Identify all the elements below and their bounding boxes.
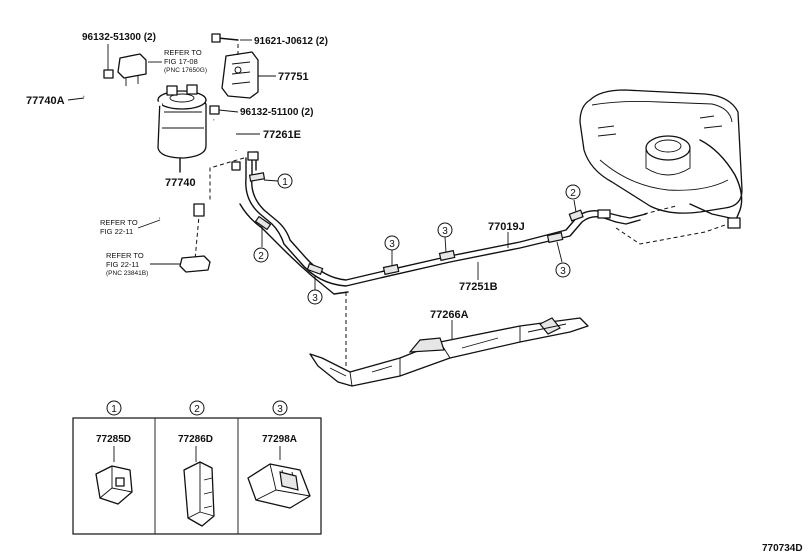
svg-text:3: 3 <box>442 226 448 237</box>
label-77019j: 77019J <box>488 221 525 233</box>
svg-text:2: 2 <box>570 188 576 199</box>
hose-77740a <box>82 81 163 106</box>
label-77251b: 77251B <box>459 281 498 293</box>
ref-fig22a-line2: FIG 22-11 <box>100 227 133 236</box>
ref-fig17-line2: FIG 17-08 <box>164 57 198 66</box>
clip-96132-51100 <box>209 105 220 115</box>
callout-3-d: 3 <box>555 241 571 278</box>
label-96132-51100: 96132-51100 (2) <box>240 107 313 118</box>
callout-3-c: 3 <box>437 222 453 253</box>
svg-text:3: 3 <box>560 266 566 277</box>
hose-fig-22-11 <box>159 203 205 220</box>
legend-part-77298a: 77298A <box>262 434 297 445</box>
hose-77261e <box>212 118 238 151</box>
fuel-tank <box>579 89 743 229</box>
ref-fig17-line1: REFER TO <box>164 48 202 57</box>
legend-item-1: 1 77285D <box>95 400 133 505</box>
callout-1: 1 <box>263 173 293 189</box>
callout-3-a: 3 <box>307 276 323 305</box>
clip-96132-51300 <box>103 69 114 79</box>
callout-3-b: 3 <box>384 235 400 266</box>
svg-text:2: 2 <box>258 251 264 262</box>
svg-text:1: 1 <box>111 404 117 415</box>
label-77740: 77740 <box>165 177 196 189</box>
line-clamps <box>248 172 584 276</box>
svg-text:1: 1 <box>282 177 288 188</box>
legend: 1 77285D 2 77286D 3 77298A <box>72 400 322 535</box>
legend-part-77286d: 77286D <box>178 434 213 445</box>
callout-2-right: 2 <box>565 184 581 213</box>
ref-fig22b-line1: REFER TO <box>106 251 144 260</box>
legend-item-2: 2 77286D <box>178 400 215 527</box>
label-77751: 77751 <box>278 71 309 83</box>
svg-text:2: 2 <box>194 404 200 415</box>
frame-77266a <box>309 317 589 387</box>
label-77740a: 77740A <box>26 95 65 107</box>
bracket-77751 <box>221 51 259 99</box>
ref-fig22b-line2: FIG 22-11 <box>106 260 139 269</box>
fuel-lines <box>231 151 729 295</box>
charcoal-canister <box>157 84 207 173</box>
callout-2-left: 2 <box>253 226 269 263</box>
bolt-91621 <box>211 33 239 43</box>
svg-text:3: 3 <box>389 239 395 250</box>
label-77261e: 77261E <box>263 129 301 141</box>
label-96132-51300: 96132-51300 (2) <box>82 32 156 43</box>
legend-part-77285d: 77285D <box>96 434 131 445</box>
label-91621-j0612: 91621-J0612 (2) <box>254 36 328 47</box>
clip-23841b <box>179 255 211 273</box>
svg-text:3: 3 <box>277 404 283 415</box>
vsv-valve <box>117 53 147 86</box>
legend-item-3: 3 77298A <box>247 400 311 509</box>
ref-fig17-line3: (PNC 17650G) <box>164 67 207 74</box>
figure-code: 770734D <box>762 543 803 554</box>
label-77266a: 77266A <box>430 309 469 321</box>
svg-text:3: 3 <box>312 293 318 304</box>
ref-fig22a-line1: REFER TO <box>100 218 138 227</box>
ref-fig22b-line3: (PNC 23841B) <box>106 270 148 277</box>
